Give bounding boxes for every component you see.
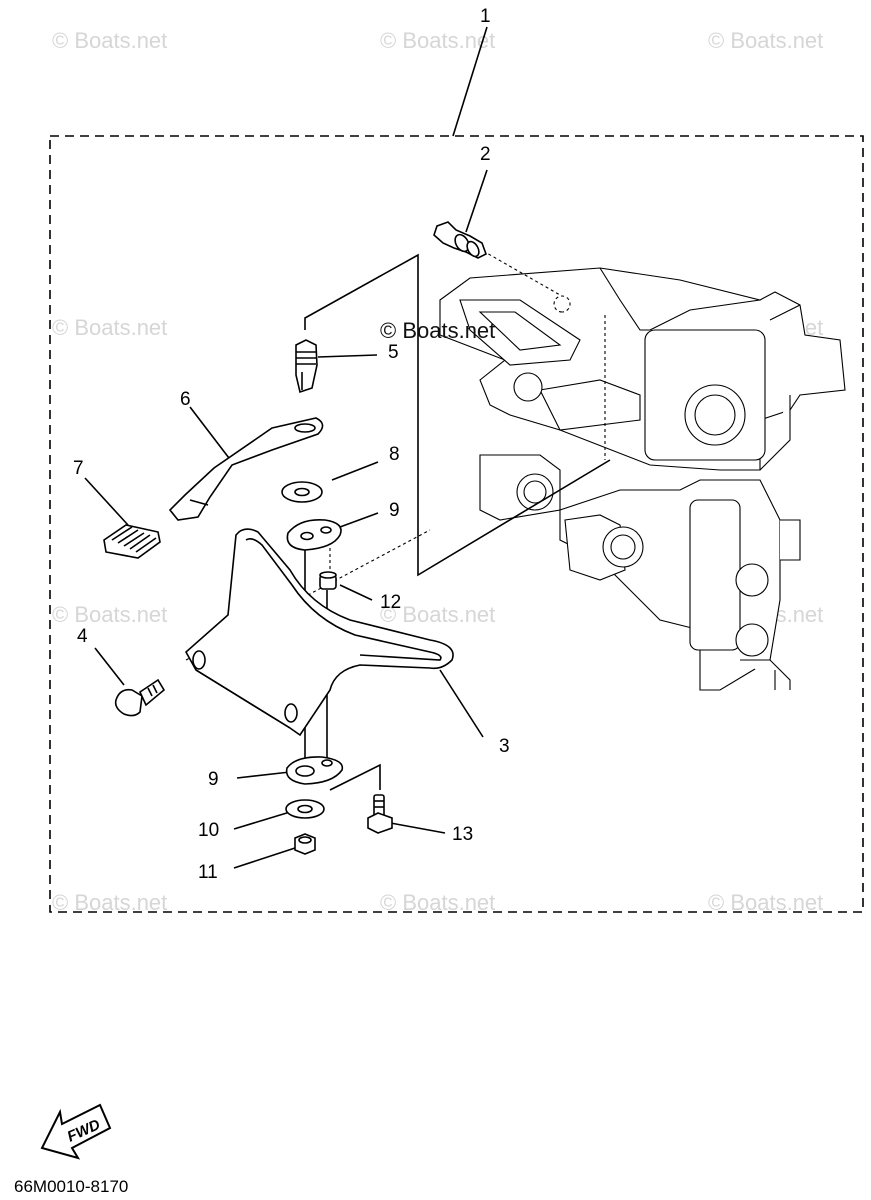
watermark-layer: © Boats.net © Boats.net © Boats.net © Bo… (52, 28, 823, 915)
part-12-collar (319, 571, 337, 590)
watermark: © Boats.net (52, 890, 167, 915)
callout-4: 4 (77, 626, 88, 647)
callout-13: 13 (452, 824, 473, 845)
part-7-grip (103, 524, 161, 559)
engine-bracket-drawing (439, 267, 846, 691)
callout-9-lower: 9 (208, 769, 219, 790)
callout-labels: 1 2 3 4 5 6 7 8 9 9 10 11 12 13 (73, 6, 510, 883)
assembly-frame (49, 135, 864, 913)
callout-5: 5 (388, 342, 399, 363)
part-10-washer-hole (297, 804, 313, 814)
leader-lines (84, 26, 611, 869)
callout-8: 8 (389, 444, 400, 465)
diagram-code: 66M0010-8170 (14, 1177, 128, 1196)
watermark: © Boats.net (380, 28, 495, 53)
part-9-lower-plate (285, 756, 344, 785)
watermark: © Boats.net (52, 602, 167, 627)
part-6-lever (168, 417, 324, 521)
watermark: © Boats.net (52, 315, 167, 340)
watermark: © Boats.net (52, 28, 167, 53)
center-watermark: © Boats.net (380, 318, 495, 343)
part-13-bolt (367, 794, 393, 834)
callout-10: 10 (198, 820, 219, 841)
callout-12: 12 (380, 592, 401, 613)
callout-2: 2 (480, 144, 491, 165)
fwd-arrow-icon: FWD (40, 1103, 112, 1160)
part-2-nipple (433, 221, 487, 259)
part-4-bolt (114, 678, 166, 717)
watermark: © Boats.net (380, 890, 495, 915)
watermark: © Boats.net (708, 890, 823, 915)
callout-11: 11 (198, 862, 218, 883)
part-5-grease-fitting (295, 339, 318, 394)
part-9-upper-plate (286, 518, 342, 551)
callout-3: 3 (499, 736, 510, 757)
callout-9-upper: 9 (389, 500, 400, 521)
callout-1: 1 (480, 6, 491, 27)
part-3-bracket (184, 528, 454, 737)
watermark: © Boats.net (708, 28, 823, 53)
part-8-washer-hole (294, 487, 310, 497)
watermark: © Boats.net (380, 602, 495, 627)
callout-6: 6 (180, 389, 191, 410)
callout-7: 7 (73, 458, 84, 479)
part-11-nut (294, 833, 316, 855)
